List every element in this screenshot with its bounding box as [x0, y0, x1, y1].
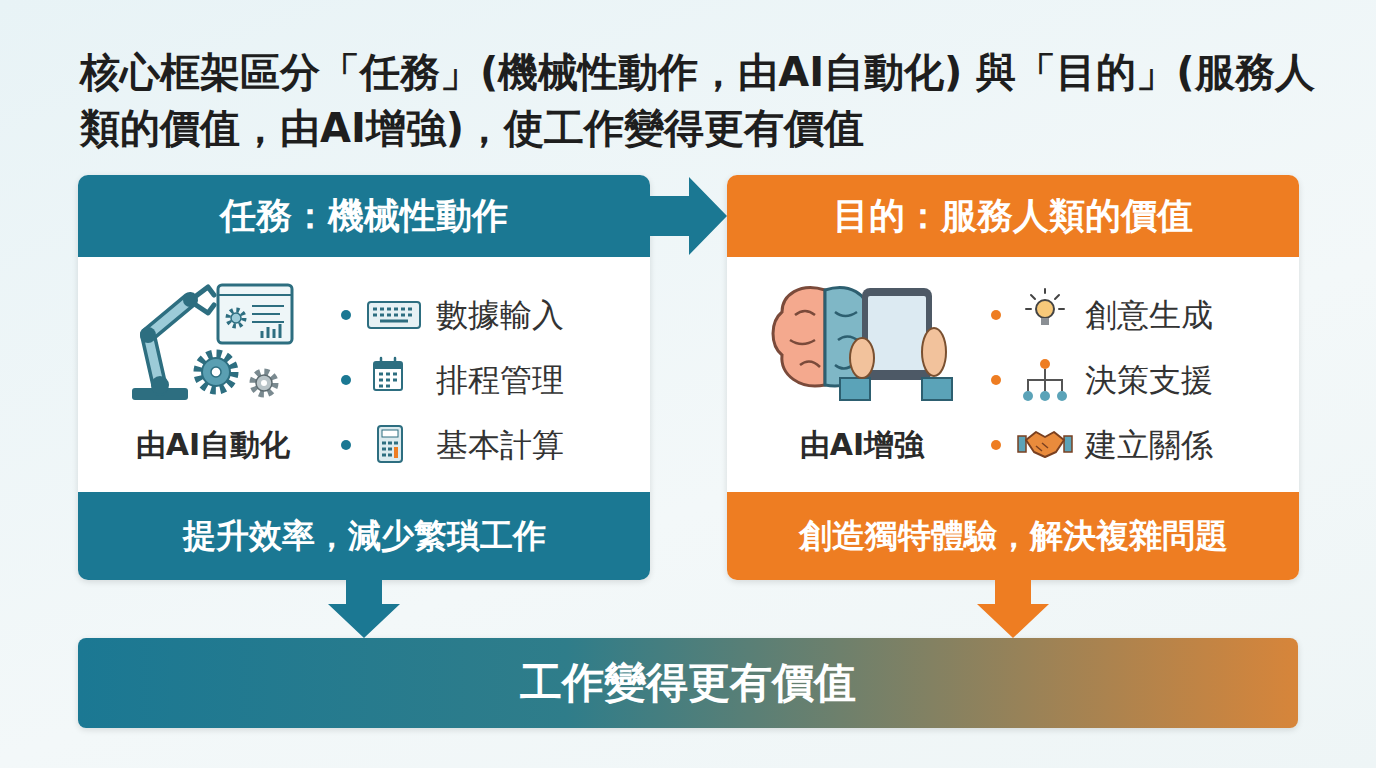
result-text: 工作變得更有價值: [78, 638, 1298, 728]
footer-text: 創造獨特體驗，解決複雜問題: [727, 492, 1299, 580]
panel-caption: 由AI自動化: [93, 425, 333, 465]
task-panel: 數據輸入排程管理基本計算 由AI自動化 任務：機械性動作提升效率，減少繁瑣工作: [78, 175, 650, 580]
panel-footer: 提升效率，減少繁瑣工作: [78, 492, 650, 580]
diagram-title: 核心框架區分「任務」(機械性動作，由AI自動化) 與「目的」(服務人類的價值，由…: [80, 44, 1320, 156]
panel-header: 任務：機械性動作: [78, 175, 650, 257]
panel-header: 目的：服務人類的價值: [727, 175, 1299, 257]
list-item: 創意生成: [1085, 295, 1295, 335]
panel-footer: 創造獨特體驗，解決複雜問題: [727, 492, 1299, 580]
flow-arrow: [650, 177, 727, 255]
list-item: 基本計算: [436, 425, 646, 465]
header-text: 目的：服務人類的價值: [727, 175, 1299, 257]
list-item: 決策支援: [1085, 360, 1295, 400]
purpose-panel: 創意生成決策支援建立關係 由AI增強 目的：服務人類的價值創造獨特體驗，解決複雜問題: [727, 175, 1299, 580]
result-band: 工作變得更有價值: [78, 638, 1298, 728]
list-item: 建立關係: [1085, 425, 1295, 465]
header-text: 任務：機械性動作: [78, 175, 650, 257]
flow-arrow: [328, 580, 400, 638]
flow-arrow: [977, 580, 1049, 638]
footer-text: 提升效率，減少繁瑣工作: [78, 492, 650, 580]
list-item: 排程管理: [436, 360, 646, 400]
panel-caption: 由AI增強: [742, 425, 982, 465]
list-item: 數據輸入: [436, 295, 646, 335]
